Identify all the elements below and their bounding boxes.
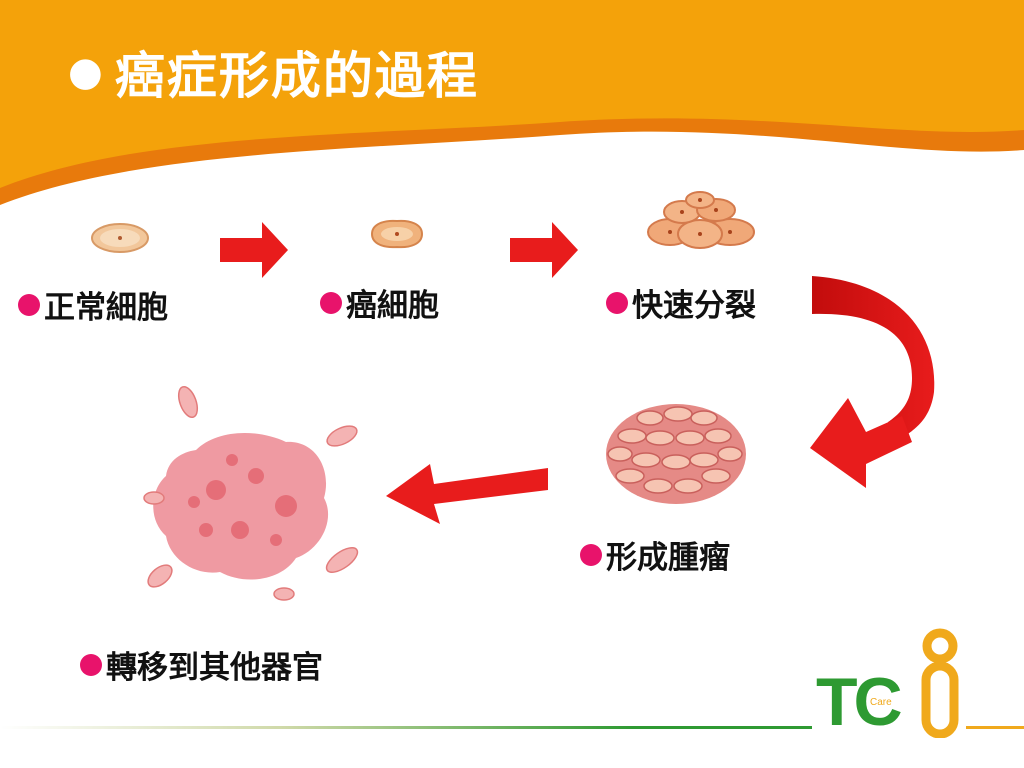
title-bullet-icon: ●: [68, 49, 105, 95]
stage-label-metastasis: 轉移到其他器官: [80, 642, 323, 687]
bullet-icon: [320, 291, 342, 314]
logo-care-text: Care: [870, 697, 892, 708]
stage-label-rapid-division: 快速分裂: [606, 280, 756, 325]
stage-label-cancer-cell: 癌細胞: [320, 280, 439, 325]
dividing-cells-image: [647, 191, 755, 249]
stage-label-tumor: 形成腫瘤: [580, 532, 730, 577]
metastasis-image: [143, 385, 359, 601]
bullet-icon: [18, 293, 40, 316]
tci-logo: TC Care: [816, 628, 966, 740]
logo-tc-text: TC: [816, 664, 903, 740]
footer-divider: [0, 726, 1024, 729]
arrow-right-icon: [220, 222, 288, 278]
slide-title: ●癌症形成的過程: [68, 36, 479, 108]
bullet-icon: [606, 291, 628, 314]
title-text: 癌症形成的過程: [114, 47, 479, 105]
header-banner: [0, 0, 1024, 205]
arrow-left-icon: [386, 464, 548, 524]
arrow-right-icon: [510, 222, 578, 278]
tumor-image: [606, 404, 746, 504]
bullet-icon: [80, 653, 102, 676]
curved-arrow-icon: [810, 276, 935, 488]
bullet-icon: [580, 543, 602, 566]
cancer-cell-image: [364, 212, 430, 254]
logo-i-mark: [921, 628, 959, 738]
stage-label-normal-cell: 正常細胞: [18, 282, 168, 327]
normal-cell-image: [82, 212, 158, 264]
